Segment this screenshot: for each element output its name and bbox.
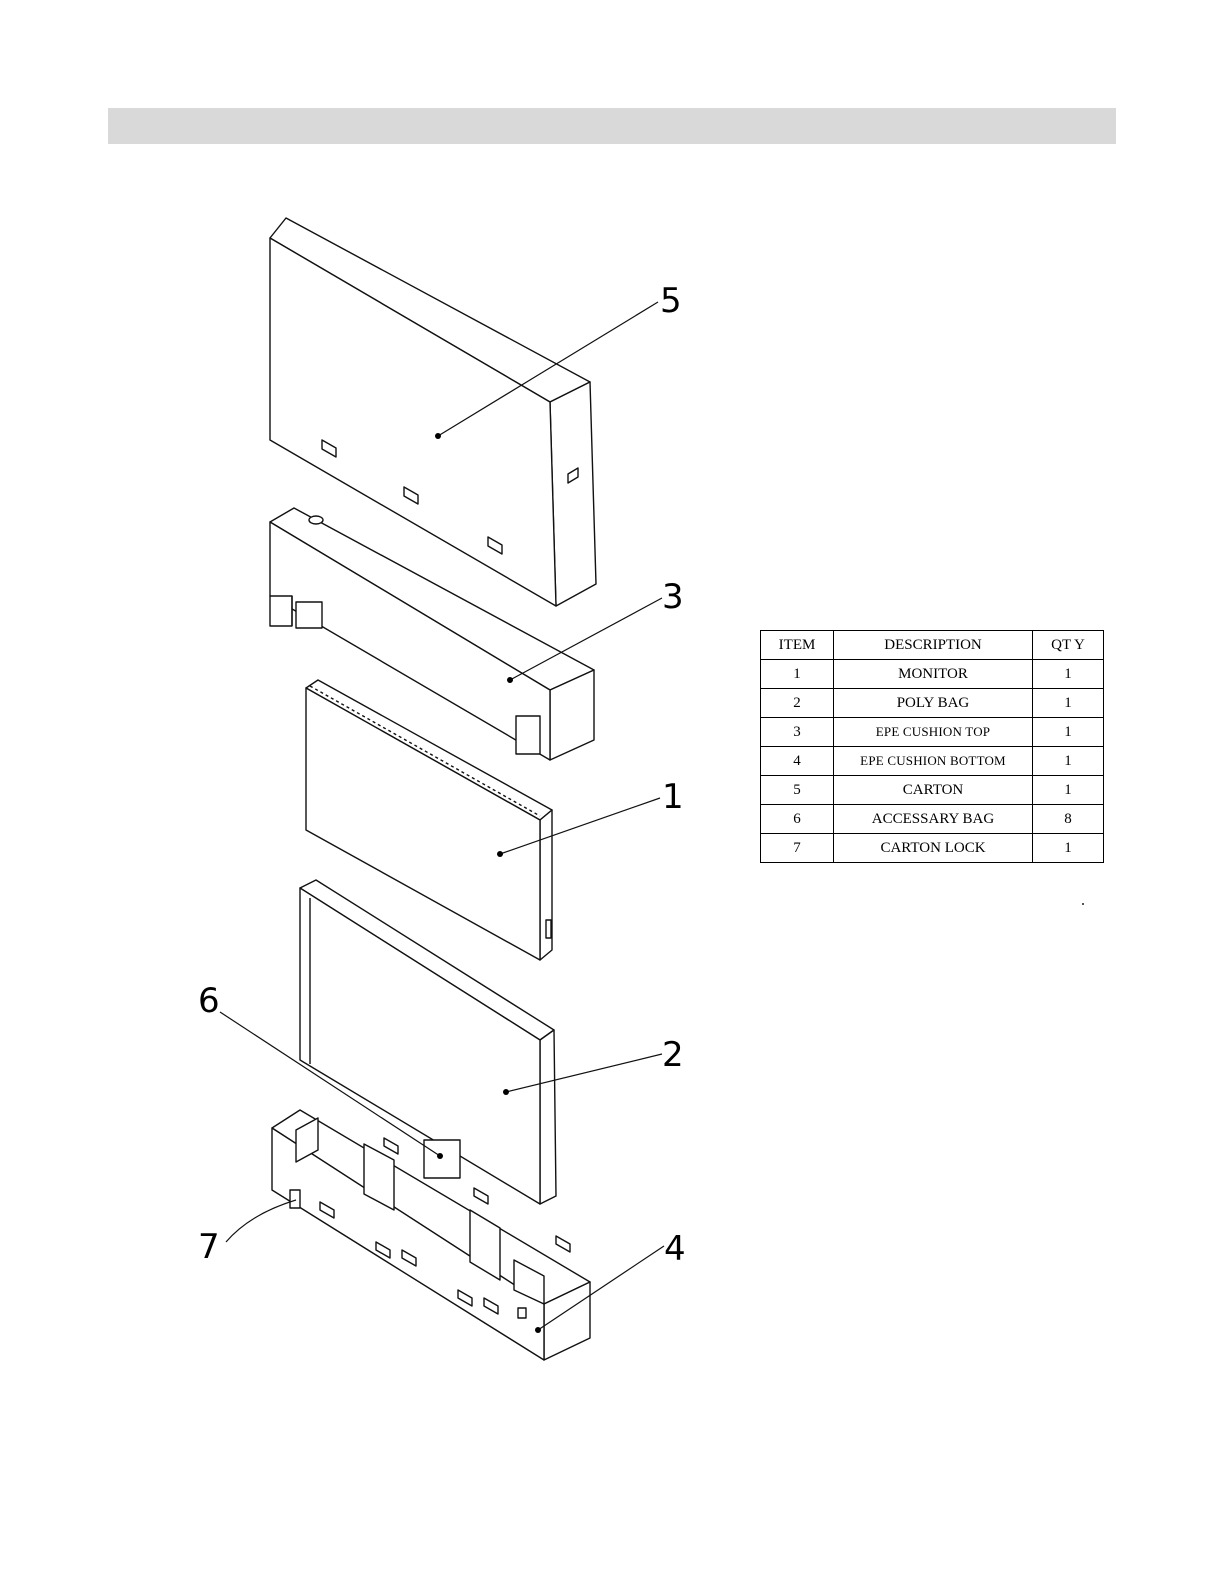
table-row: 6 ACCESSARY BAG 8 (761, 805, 1104, 834)
table-row: 3 EPE CUSHION TOP 1 (761, 718, 1104, 747)
cell-description: EPE CUSHION BOTTOM (834, 747, 1033, 776)
cell-item: 2 (761, 689, 834, 718)
cell-item: 1 (761, 660, 834, 689)
table-row: 1 MONITOR 1 (761, 660, 1104, 689)
cell-qty: 1 (1033, 660, 1104, 689)
callout-4: 4 (664, 1229, 686, 1269)
cell-description: MONITOR (834, 660, 1033, 689)
cell-qty: 8 (1033, 805, 1104, 834)
cell-item: 7 (761, 834, 834, 863)
parts-table: ITEM DESCRIPTION QT Y 1 MONITOR 1 2 POLY… (760, 630, 1104, 863)
cell-item: 6 (761, 805, 834, 834)
table-row: 7 CARTON LOCK 1 (761, 834, 1104, 863)
cell-item: 3 (761, 718, 834, 747)
column-header-item: ITEM (761, 631, 834, 660)
callout-2: 2 (662, 1035, 684, 1075)
callout-7: 7 (198, 1227, 220, 1267)
table-row: 2 POLY BAG 1 (761, 689, 1104, 718)
callout-5: 5 (660, 281, 682, 321)
callout-6: 6 (198, 981, 220, 1021)
stray-dot (1082, 903, 1084, 905)
cell-qty: 1 (1033, 776, 1104, 805)
column-header-qty: QT Y (1033, 631, 1104, 660)
cell-item: 4 (761, 747, 834, 776)
cell-description: EPE CUSHION TOP (834, 718, 1033, 747)
cell-qty: 1 (1033, 718, 1104, 747)
cell-description: POLY BAG (834, 689, 1033, 718)
cell-qty: 1 (1033, 747, 1104, 776)
table-row: 4 EPE CUSHION BOTTOM 1 (761, 747, 1104, 776)
cell-qty: 1 (1033, 834, 1104, 863)
callout-1: 1 (662, 777, 684, 817)
cell-item: 5 (761, 776, 834, 805)
callout-3: 3 (662, 577, 684, 617)
cell-description: CARTON (834, 776, 1033, 805)
cell-qty: 1 (1033, 689, 1104, 718)
cell-description: ACCESSARY BAG (834, 805, 1033, 834)
cell-description: CARTON LOCK (834, 834, 1033, 863)
column-header-description: DESCRIPTION (834, 631, 1033, 660)
table-row: 5 CARTON 1 (761, 776, 1104, 805)
table-header-row: ITEM DESCRIPTION QT Y (761, 631, 1104, 660)
